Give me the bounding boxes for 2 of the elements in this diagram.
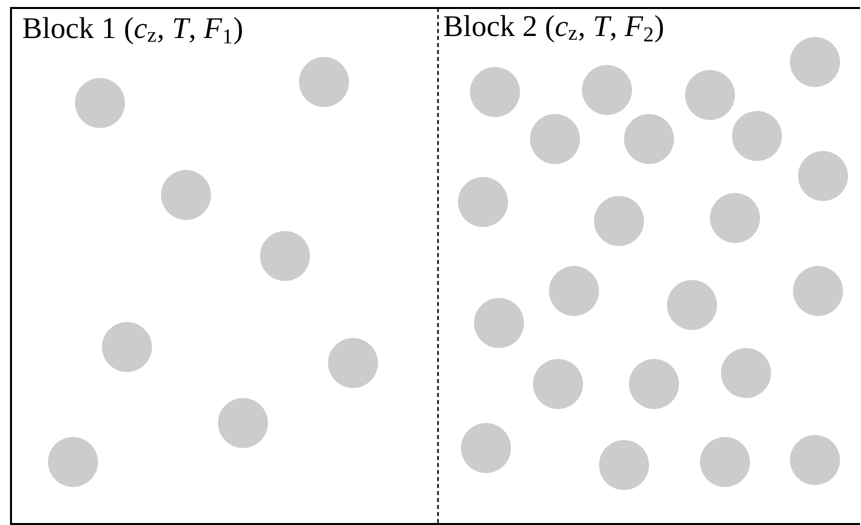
block-heading: Block 2 (c$_{z}$, T, F$_{2}$): [444, 15, 663, 42]
block-heading: Block 1 (c$_{z}$, T, F$_{1}$): [23, 17, 242, 44]
